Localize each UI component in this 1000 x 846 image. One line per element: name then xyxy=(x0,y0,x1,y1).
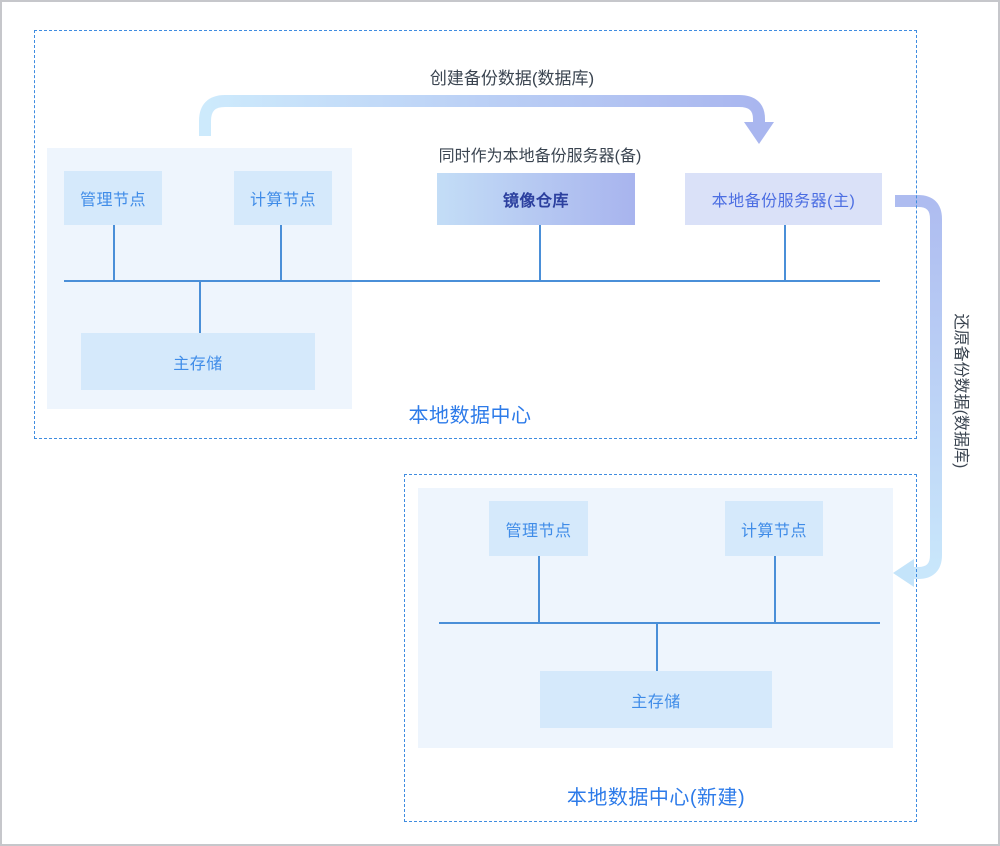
create-backup-flow-label: 创建备份数据(数据库) xyxy=(429,69,595,88)
dc2-dashed-boundary xyxy=(404,474,917,822)
dc1-network-bus xyxy=(64,280,880,282)
dc2-compute-node: 计算节点 xyxy=(725,501,823,556)
dc1-compute-connector xyxy=(280,225,282,280)
restore-backup-flow-label: 还原备份数据(数据库) xyxy=(952,313,969,469)
dc1-mirror-repo-node: 镜像仓库 xyxy=(437,173,635,225)
dc1-storage-connector xyxy=(199,281,201,333)
dc1-backup-connector xyxy=(784,225,786,280)
dc1-mgmt-node: 管理节点 xyxy=(64,171,162,225)
dc2-title: 本地数据中心(新建) xyxy=(566,787,746,809)
dc1-mgmt-connector xyxy=(113,225,115,280)
dc1-compute-node: 计算节点 xyxy=(234,171,332,225)
dc1-dashed-boundary xyxy=(34,30,917,439)
dc2-primary-storage-node: 主存储 xyxy=(540,671,772,728)
dc2-mgmt-connector xyxy=(538,556,540,622)
dc2-network-bus xyxy=(439,622,880,624)
dc1-mirror-connector xyxy=(539,225,541,280)
standby-note-label: 同时作为本地备份服务器(备) xyxy=(438,148,642,165)
dc1-primary-storage-node: 主存储 xyxy=(81,333,315,390)
dc2-storage-connector xyxy=(656,623,658,671)
dc2-mgmt-node: 管理节点 xyxy=(489,501,588,556)
dc1-title: 本地数据中心 xyxy=(408,405,532,427)
dc2-compute-connector xyxy=(774,556,776,622)
dc1-backup-server-primary-node: 本地备份服务器(主) xyxy=(685,173,882,225)
